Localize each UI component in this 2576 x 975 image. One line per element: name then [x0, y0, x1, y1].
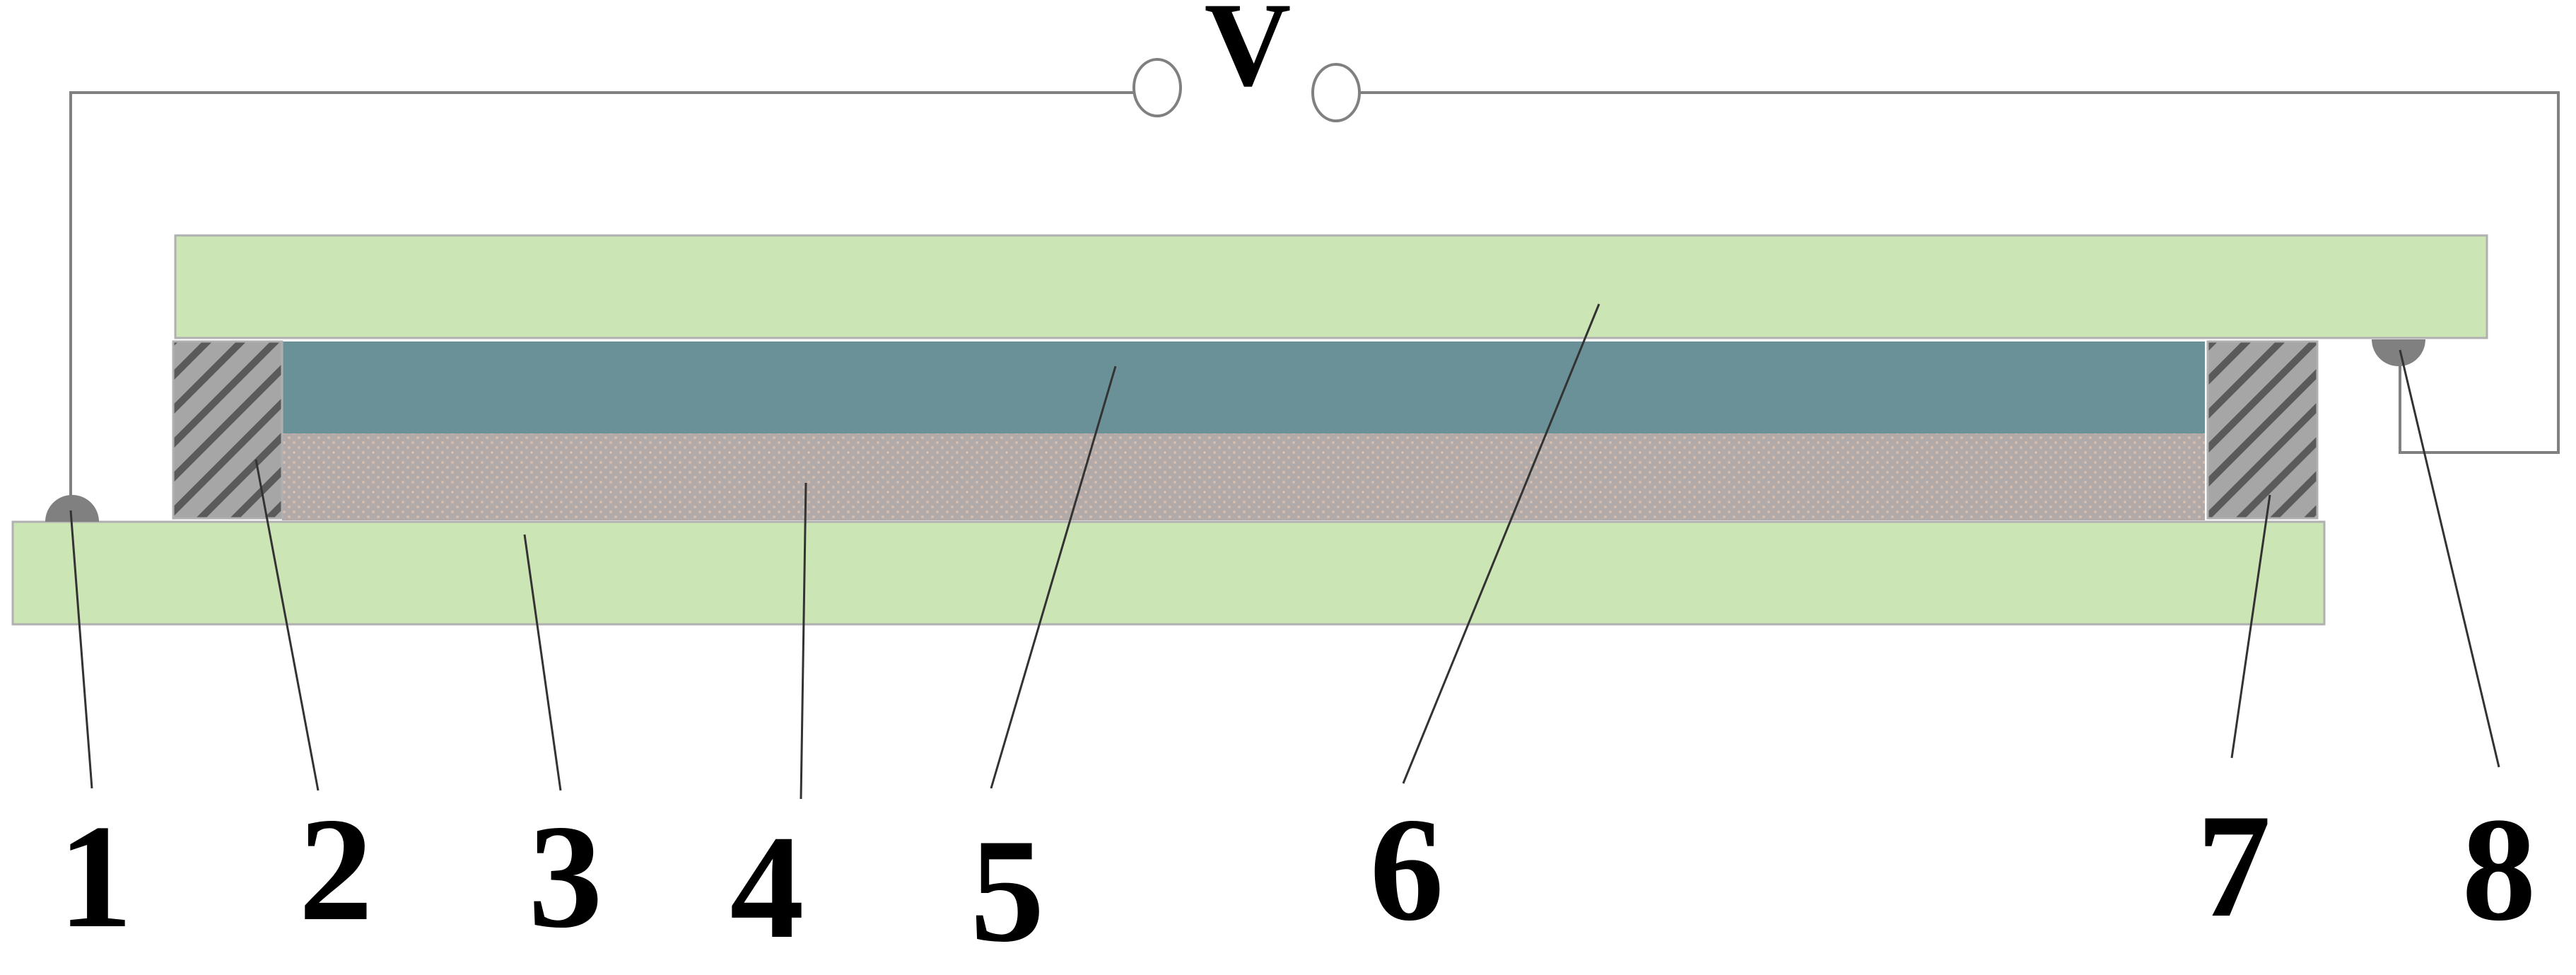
callout-4: 4: [730, 805, 804, 969]
leader-line-5: [990, 366, 1117, 789]
callout-8: 8: [2462, 788, 2536, 952]
top-glass-substrate: [174, 234, 2488, 339]
voltage-label: V: [1205, 0, 1292, 111]
leader-line-3: [523, 534, 562, 791]
callout-1: 1: [59, 795, 133, 959]
callout-7: 7: [2197, 784, 2271, 948]
callout-6: 6: [1370, 788, 1444, 952]
leader-line-8: [2399, 349, 2500, 768]
leader-line-2: [254, 459, 320, 791]
left-sealant: [172, 340, 283, 520]
right-circuit-wire: [1360, 91, 2560, 454]
callout-3: 3: [529, 795, 603, 959]
left-terminal: [1132, 58, 1182, 117]
dotted-layer: [282, 433, 2205, 520]
blue-layer: [282, 341, 2205, 433]
leader-line-6: [1402, 303, 1600, 784]
top-electrode-contact: [2372, 339, 2425, 366]
bottom-glass-substrate: [11, 520, 2326, 626]
right-sealant: [2206, 340, 2319, 520]
right-terminal: [1311, 63, 1361, 122]
leader-lines: [69, 303, 2500, 800]
leader-line-4: [800, 482, 807, 800]
left-circuit-wire: [69, 91, 1136, 513]
leader-line-1: [69, 510, 93, 789]
callout-2: 2: [299, 788, 373, 952]
callout-5: 5: [971, 809, 1045, 973]
bottom-electrode-contact: [45, 495, 99, 522]
leader-line-7: [2230, 494, 2271, 759]
